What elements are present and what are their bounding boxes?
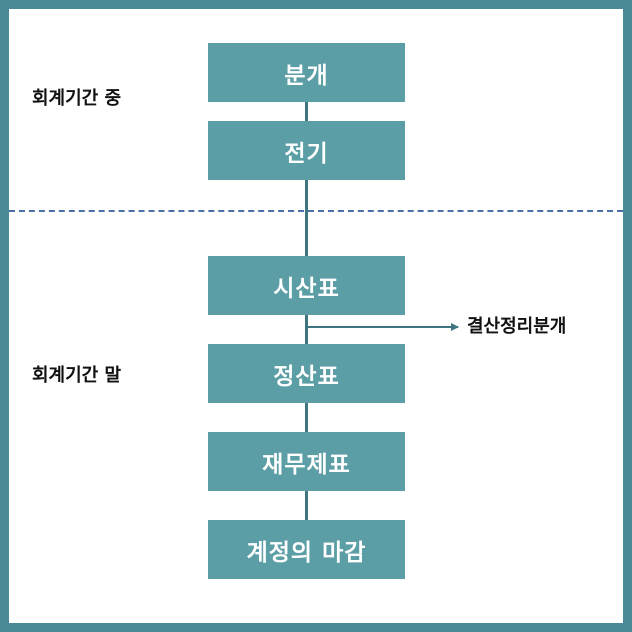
phase-label-end: 회계기간 말 <box>32 365 122 386</box>
connector-4 <box>305 402 308 432</box>
connector-1 <box>305 102 308 121</box>
step-box-financial-statements: 재무제표 <box>208 432 405 491</box>
connector-3 <box>305 314 308 344</box>
step-box-worksheet: 정산표 <box>208 344 405 403</box>
step-box-closing-accounts: 계정의 마감 <box>208 520 405 579</box>
step-box-journal-entry: 분개 <box>208 43 405 102</box>
annotation-adjusting-entries: 결산정리분개 <box>467 316 567 337</box>
phase-label-during: 회계기간 중 <box>32 88 122 109</box>
period-divider <box>9 210 623 212</box>
connector-2 <box>305 180 308 256</box>
step-box-posting: 전기 <box>208 121 405 180</box>
step-box-trial-balance: 시산표 <box>208 256 405 315</box>
connector-5 <box>305 490 308 520</box>
